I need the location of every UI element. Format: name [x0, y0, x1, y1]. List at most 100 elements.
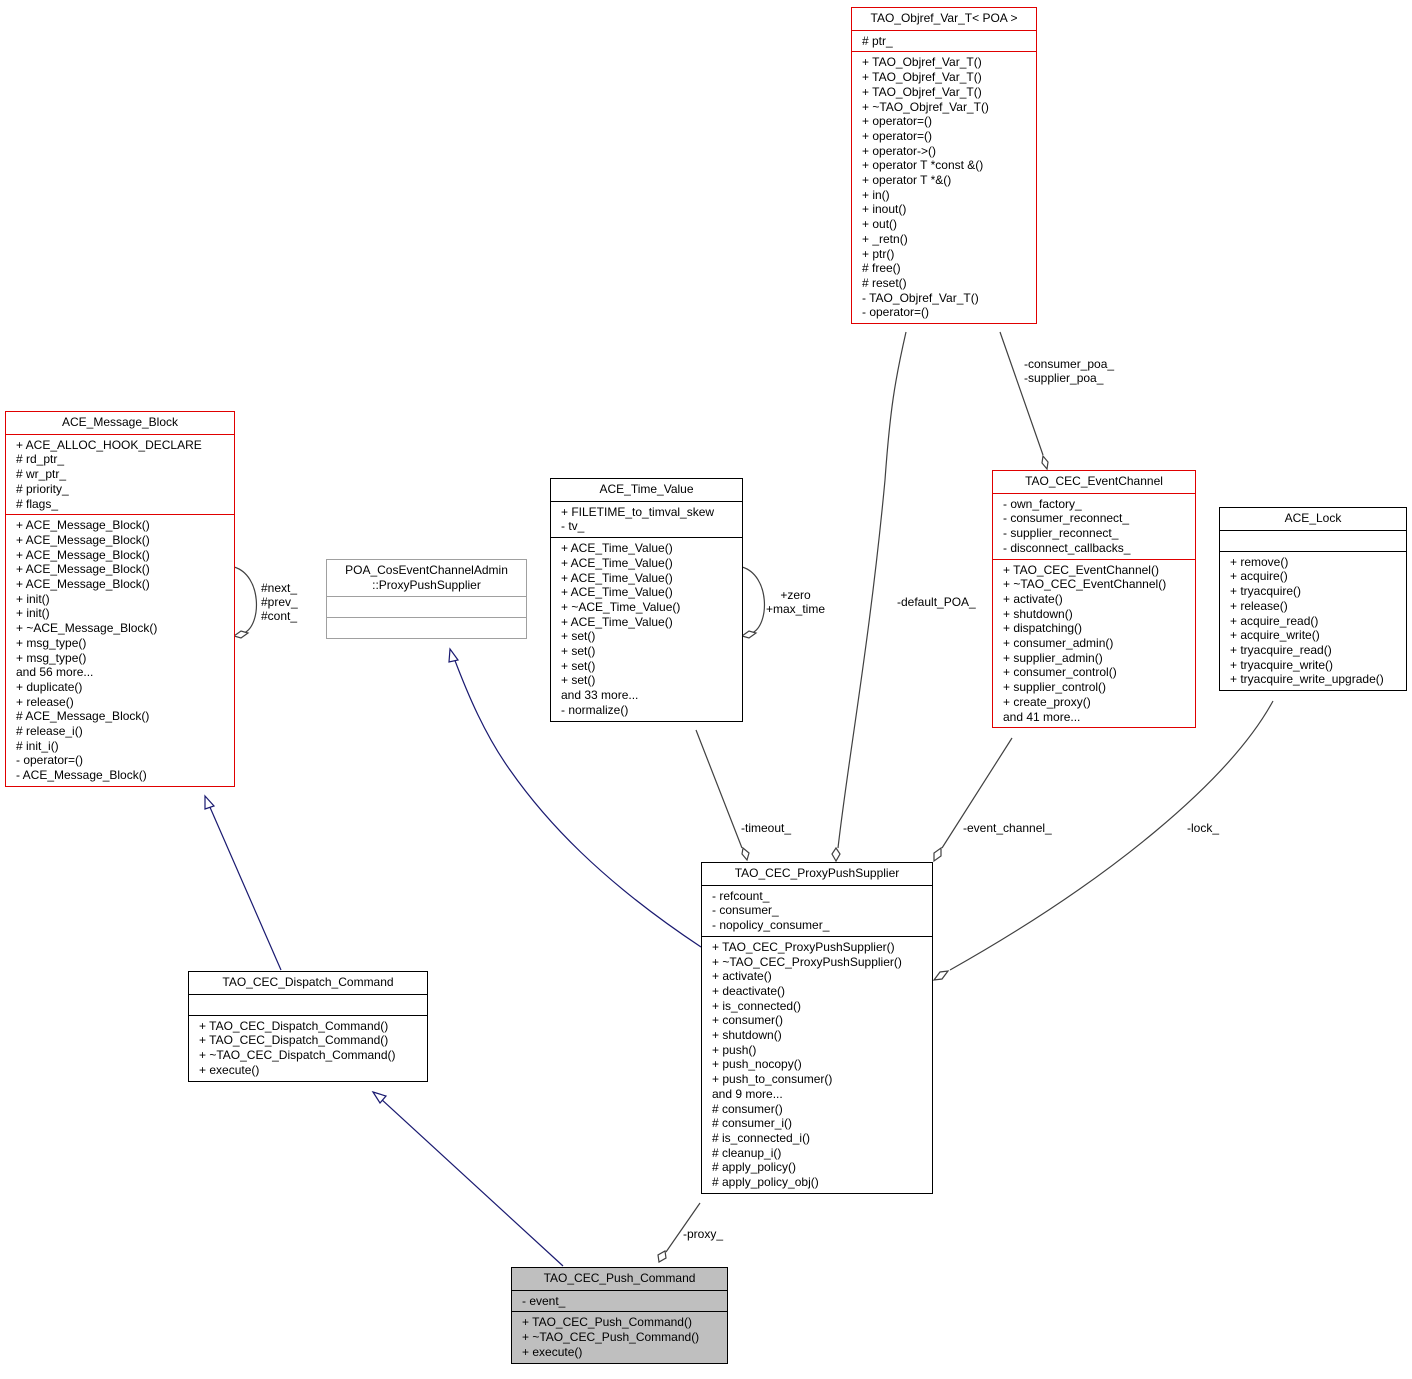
class-ace-lock[interactable]: ACE_Lock+ remove()+ acquire()+ tryacquir…: [1219, 507, 1407, 692]
arrow-message-block-inherit: [204, 794, 216, 810]
method-item: + deactivate(): [712, 983, 786, 998]
attributes-section: + FILETIME_to_timval_skew- tv_: [551, 502, 742, 539]
diamond-default-poa: [831, 846, 841, 863]
method-item: + out(): [862, 217, 898, 232]
class-name: ACE_Message_Block: [6, 412, 234, 435]
class-name: TAO_CEC_ProxyPushSupplier: [702, 863, 932, 886]
method-item: + execute(): [522, 1344, 583, 1359]
class-tao-cec-event-channel[interactable]: TAO_CEC_EventChannel- own_factory_- cons…: [992, 470, 1196, 729]
attributes-section: + ACE_ALLOC_HOOK_DECLARE# rd_ptr_# wr_pt…: [6, 435, 234, 516]
method-item: + TAO_Objref_Var_T(): [862, 84, 982, 99]
method-item: and 56 more...: [16, 665, 94, 680]
method-item: + ACE_Time_Value(): [561, 555, 673, 570]
attributes-section: [1220, 531, 1406, 552]
diamond-event-channel: [933, 846, 942, 863]
method-item: + set(): [561, 644, 596, 659]
attribute-item: + FILETIME_to_timval_skew: [561, 504, 715, 519]
method-item: + ACE_Message_Block(): [16, 518, 150, 533]
method-item: + TAO_CEC_EventChannel(): [1003, 562, 1159, 577]
attribute-item: - disconnect_callbacks_: [1003, 540, 1131, 555]
label-proxy: -proxy_: [683, 1227, 724, 1241]
attribute-item: - tv_: [561, 519, 585, 534]
method-item: + push_nocopy(): [712, 1057, 802, 1072]
class-tao-cec-push-command[interactable]: TAO_CEC_Push_Command- event_+ TAO_CEC_Pu…: [511, 1267, 728, 1364]
method-item: + ACE_Time_Value(): [561, 541, 673, 556]
edge-push-to-dispatch: [379, 1097, 564, 1267]
method-item: + ptr(): [862, 246, 895, 261]
method-item: # ACE_Message_Block(): [16, 709, 150, 724]
method-item: + TAO_Objref_Var_T(): [862, 55, 982, 70]
class-ace-time-value[interactable]: ACE_Time_Value+ FILETIME_to_timval_skew-…: [550, 478, 743, 722]
methods-section: + TAO_CEC_Dispatch_Command()+ TAO_CEC_Di…: [189, 1016, 427, 1081]
class-tao-cec-dispatch-command[interactable]: TAO_CEC_Dispatch_Command + TAO_CEC_Dispat…: [188, 971, 428, 1082]
attribute-item: # rd_ptr_: [16, 452, 65, 467]
method-item: + shutdown(): [712, 1028, 782, 1043]
method-item: + ~TAO_CEC_ProxyPushSupplier(): [712, 954, 902, 969]
label-event-channel: -event_channel_: [963, 821, 1052, 835]
method-item: # reset(): [862, 275, 907, 290]
method-item: + set(): [561, 658, 596, 673]
attribute-item: # flags_: [16, 496, 59, 511]
class-name: TAO_CEC_Dispatch_Command: [189, 972, 427, 995]
method-item: - ACE_Message_Block(): [16, 768, 147, 783]
attributes-section: - refcount_- consumer_- nopolicy_consume…: [702, 886, 932, 937]
class-poa-proxy-push-supplier[interactable]: POA_CosEventChannelAdmin ::ProxyPushSupp…: [326, 559, 527, 640]
attributes-section: [189, 995, 427, 1016]
edge-message-block-self: [233, 566, 257, 634]
class-ace-message-block[interactable]: ACE_Message_Block+ ACE_ALLOC_HOOK_DECLAR…: [5, 411, 235, 787]
method-item: + set(): [561, 673, 596, 688]
method-item: + operator=(): [862, 128, 933, 143]
method-item: # free(): [862, 261, 901, 276]
class-name: TAO_Objref_Var_T< POA >: [852, 8, 1036, 31]
edge-proxy-to-poa: [453, 657, 702, 948]
method-item: + is_connected(): [712, 998, 802, 1013]
method-item: + tryacquire(): [1230, 584, 1302, 599]
edge-proxy-member: [665, 1202, 701, 1253]
method-item: + ~ACE_Message_Block(): [16, 621, 158, 636]
method-item: + ACE_Message_Block(): [16, 562, 150, 577]
method-item: + ~TAO_CEC_Push_Command(): [522, 1330, 700, 1345]
method-item: + init(): [16, 591, 50, 606]
attribute-item: + ACE_ALLOC_HOOK_DECLARE: [16, 437, 202, 452]
method-item: + ACE_Message_Block(): [16, 532, 150, 547]
attributes-section: # ptr_: [852, 31, 1036, 53]
method-item: + TAO_CEC_ProxyPushSupplier(): [712, 939, 895, 954]
method-item: + activate(): [1003, 591, 1063, 606]
method-item: + consumer_control(): [1003, 665, 1117, 680]
attribute-item: # ptr_: [862, 33, 893, 48]
methods-section: + TAO_Objref_Var_T() + TAO_Objref_Var_T()…: [852, 52, 1036, 323]
attribute-item: - nopolicy_consumer_: [712, 918, 830, 933]
class-objref-var-t[interactable]: TAO_Objref_Var_T< POA > # ptr_ + TAO_Objre…: [851, 7, 1037, 325]
class-tao-cec-proxy-push-supplier[interactable]: TAO_CEC_ProxyPushSupplier- refcount_- co…: [701, 862, 933, 1194]
method-item: + set(): [561, 629, 596, 644]
method-item: - normalize(): [561, 702, 629, 717]
methods-section: + remove()+ acquire()+ tryacquire()+ rel…: [1220, 552, 1406, 690]
method-item: + release(): [16, 694, 74, 709]
class-name: TAO_CEC_Push_Command: [512, 1268, 727, 1291]
methods-section: + ACE_Time_Value()+ ACE_Time_Value()+ AC…: [551, 538, 742, 720]
method-item: - operator=(): [862, 305, 930, 320]
diamond-message-block-self: [232, 630, 250, 639]
attribute-item: - refcount_: [712, 888, 770, 903]
method-item: + msg_type(): [16, 635, 87, 650]
methods-section: + TAO_CEC_ProxyPushSupplier()+ ~TAO_CEC_…: [702, 937, 932, 1193]
methods-section: + ACE_Message_Block()+ ACE_Message_Block…: [6, 515, 234, 786]
method-item: + ~TAO_Objref_Var_T(): [862, 99, 989, 114]
method-item: - TAO_Objref_Var_T(): [862, 290, 979, 305]
method-item: + activate(): [712, 969, 772, 984]
method-item: and 33 more...: [561, 688, 639, 703]
method-item: + init(): [16, 606, 50, 621]
method-item: + ~TAO_CEC_EventChannel(): [1003, 577, 1167, 592]
method-item: and 9 more...: [712, 1086, 783, 1101]
edge-lock-member: [949, 700, 1274, 971]
class-name: TAO_CEC_EventChannel: [993, 471, 1195, 494]
attribute-item: - consumer_: [712, 903, 779, 918]
method-item: + supplier_admin(): [1003, 650, 1103, 665]
label-lock: -lock_: [1187, 821, 1220, 835]
method-item: + push_to_consumer(): [712, 1072, 833, 1087]
method-item: + TAO_CEC_Push_Command(): [522, 1315, 692, 1330]
method-item: + ACE_Message_Block(): [16, 547, 150, 562]
method-item: # consumer_i(): [712, 1116, 793, 1131]
method-item: + create_proxy(): [1003, 694, 1091, 709]
method-item: + operator T *&(): [862, 173, 952, 188]
